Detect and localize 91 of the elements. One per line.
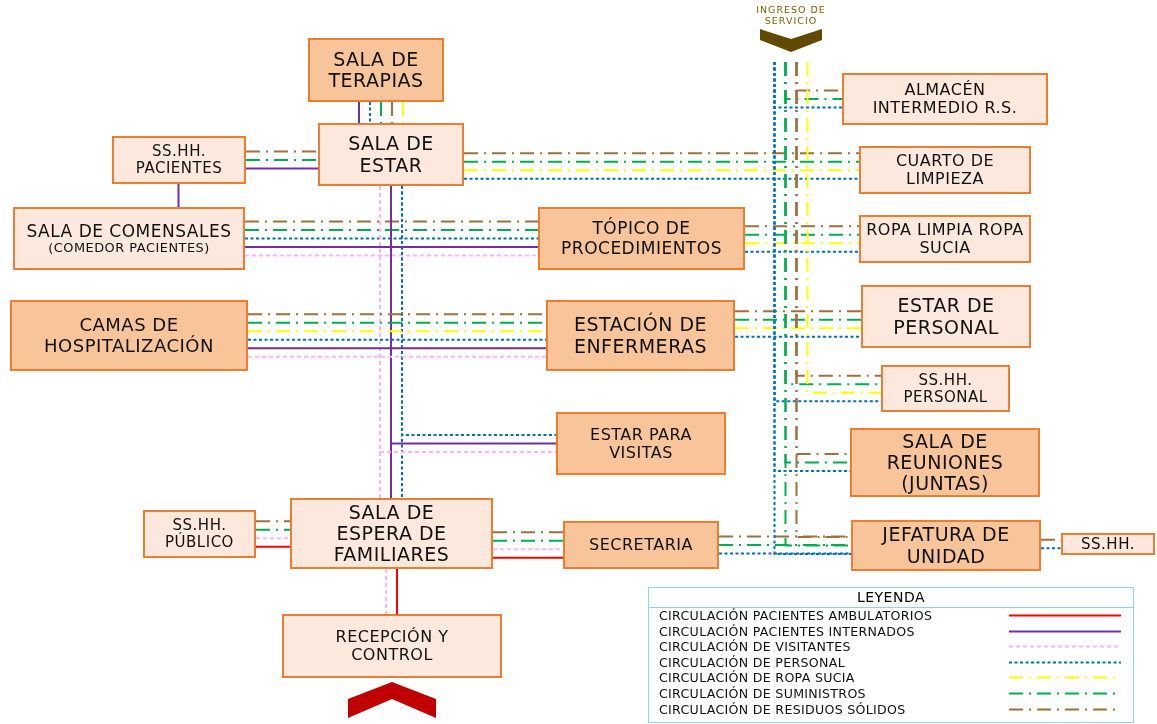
circulation-line bbox=[718, 552, 852, 555]
circulation-line bbox=[492, 556, 564, 559]
room-label: SECRETARIA bbox=[589, 536, 693, 554]
circulation-line bbox=[247, 347, 547, 350]
entrance-label: INGRESO DE SERVICIO bbox=[755, 4, 827, 27]
circulation-line bbox=[1040, 547, 1062, 550]
room-box bbox=[1061, 533, 1155, 555]
circulation-line bbox=[245, 159, 319, 161]
room-label: ESTAR DE PERSONAL bbox=[892, 295, 1000, 338]
room-label: SALA DE TERAPIAS bbox=[327, 48, 425, 92]
room-box bbox=[859, 146, 1031, 194]
room-label: ESTACIÓN DE ENFERMERAS bbox=[572, 314, 709, 357]
room-label: CAMAS DE HOSPITALIZACIÓN bbox=[43, 315, 215, 356]
circulation-line bbox=[744, 242, 860, 245]
room-label: SALA DE ESPERA DE FAMILIARES bbox=[332, 501, 451, 566]
room-box bbox=[112, 136, 246, 184]
circulation-line bbox=[806, 61, 882, 394]
circulation-line bbox=[734, 318, 862, 321]
legend-label: CIRCULACIÓN DE ROPA SUCIA bbox=[659, 670, 855, 686]
room-box bbox=[842, 73, 1048, 125]
circulation-line bbox=[463, 169, 860, 172]
legend-label: CIRCULACIÓN DE VISITANTES bbox=[659, 639, 851, 655]
circulation-line bbox=[369, 101, 371, 124]
room-label: JEFATURA DE UNIDAD bbox=[880, 524, 1011, 567]
circulation-line bbox=[244, 220, 539, 223]
room-label: ROPA LIMPIA ROPA SUCIA bbox=[865, 221, 1025, 257]
room-box bbox=[851, 520, 1041, 571]
room-label: SS.HH. bbox=[1081, 535, 1135, 553]
room-label: SS.HH. PERSONAL bbox=[902, 371, 989, 406]
room-label: ESTAR PARA VISITAS bbox=[589, 425, 693, 462]
circulation-line bbox=[463, 160, 860, 163]
room-box bbox=[538, 207, 745, 270]
circulation-line bbox=[177, 183, 180, 208]
legend-title: LEYENDA bbox=[649, 588, 1133, 608]
circulation-line bbox=[773, 61, 852, 555]
circulation-line bbox=[391, 101, 393, 124]
room-box bbox=[850, 428, 1040, 497]
circulation-line bbox=[245, 167, 319, 170]
room-box bbox=[881, 365, 1010, 412]
room-box bbox=[308, 38, 444, 102]
circulation-line bbox=[255, 520, 291, 523]
room-box bbox=[10, 300, 248, 371]
circulation-line bbox=[734, 310, 862, 313]
circulation-line bbox=[244, 246, 539, 248]
circulation-line bbox=[463, 177, 860, 180]
room-label: SALA DE REUNIONES (JUNTAS) bbox=[885, 430, 1005, 495]
room-sublabel: (COMEDOR PACIENTES) bbox=[48, 240, 210, 256]
circulation-line bbox=[744, 233, 860, 236]
circulation-line bbox=[380, 101, 382, 124]
circulation-line bbox=[734, 335, 862, 338]
room-label: SALA DE ESTAR bbox=[347, 133, 435, 176]
circulation-line bbox=[396, 568, 398, 615]
room-box bbox=[143, 510, 256, 558]
room-box bbox=[556, 412, 726, 475]
room-label: SALA DE COMENSALES bbox=[26, 221, 232, 241]
room-label: RECEPCIÓN Y CONTROL bbox=[334, 628, 450, 664]
circulation-line bbox=[744, 250, 860, 253]
circulation-line bbox=[385, 568, 387, 615]
legend-label: CIRCULACIÓN DE PERSONAL bbox=[659, 654, 845, 670]
circulation-line bbox=[255, 537, 291, 540]
legend-label: CIRCULACIÓN PACIENTES AMBULATORIOS bbox=[659, 608, 933, 623]
circulation-line bbox=[244, 237, 539, 240]
room-box bbox=[546, 300, 735, 371]
room-box bbox=[318, 123, 464, 186]
circulation-line bbox=[734, 327, 862, 330]
room-box bbox=[861, 285, 1031, 348]
circulation-line bbox=[744, 225, 860, 228]
room-label: ALMACÉN INTERMEDIO R.S. bbox=[871, 81, 1019, 117]
circulation-line bbox=[358, 101, 360, 124]
legend-label: CIRCULACIÓN DE RESIDUOS SÓLIDOS bbox=[659, 701, 906, 717]
room-label: SS.HH. PÚBLICO bbox=[164, 517, 235, 551]
circulation-line bbox=[463, 152, 860, 155]
room-box bbox=[859, 215, 1031, 263]
circulation-line bbox=[402, 101, 404, 124]
circulation-line bbox=[255, 528, 291, 531]
legend-label: CIRCULACIÓN PACIENTES INTERNADOS bbox=[659, 623, 915, 639]
circulation-line bbox=[244, 254, 539, 257]
room-label: TÓPICO DE PROCEDIMIENTOS bbox=[560, 219, 723, 258]
circulation-line bbox=[492, 539, 564, 542]
room-box bbox=[563, 521, 719, 569]
room-box bbox=[290, 498, 493, 569]
room-box bbox=[13, 207, 245, 270]
room-box bbox=[282, 614, 502, 678]
circulation-line bbox=[244, 229, 539, 231]
circulation-line bbox=[255, 545, 291, 548]
room-label: CUARTO DE LIMPIEZA bbox=[894, 152, 996, 188]
circulation-line bbox=[492, 531, 564, 534]
circulation-line bbox=[245, 150, 319, 153]
circulation-line bbox=[247, 355, 547, 358]
room-label: SS.HH. PACIENTES bbox=[134, 143, 224, 177]
legend-label: CIRCULACIÓN DE SUMINISTROS bbox=[659, 685, 866, 701]
